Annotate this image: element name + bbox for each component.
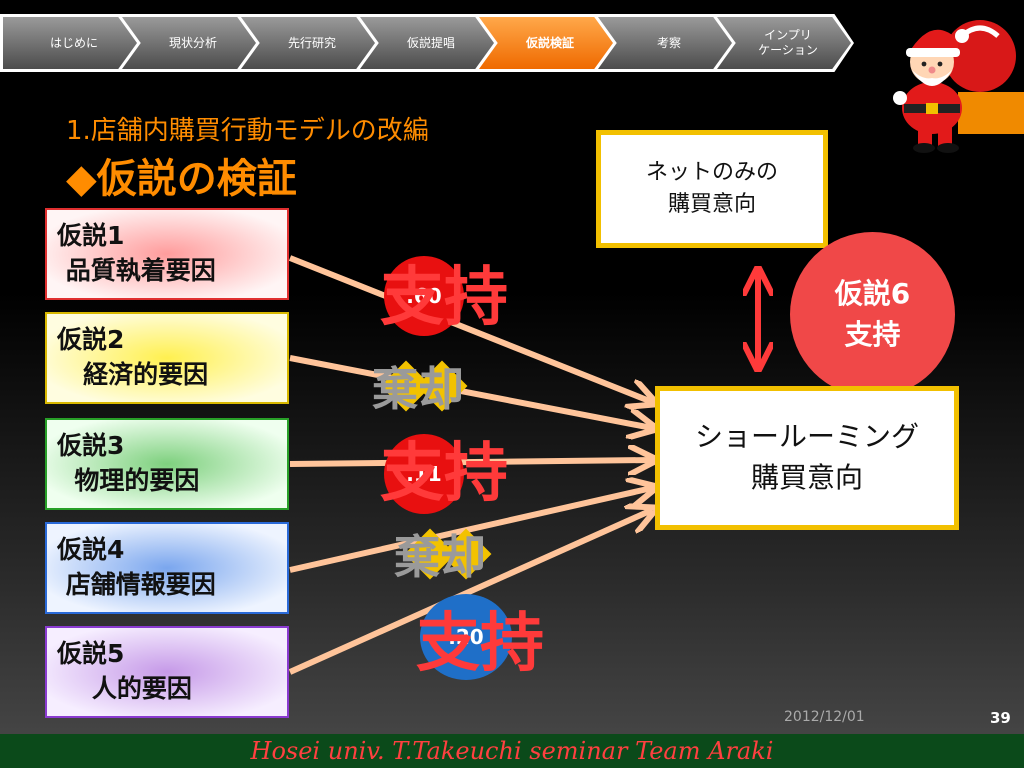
arrow-h2 [289, 355, 652, 428]
hypothesis-label: 仮説2 [57, 325, 125, 354]
arrow-h3 [289, 460, 652, 464]
breadcrumb-step-prior-research[interactable]: 先行研究 [238, 14, 378, 72]
arrow-h1 [288, 255, 652, 402]
showrooming-intention-box: ショールーミング 購買意向 [655, 386, 959, 530]
breadcrumb-step-label: インプリ ケーション [758, 28, 818, 57]
verdict-reject-2: 棄却 [372, 362, 464, 416]
breadcrumb-step-hypotheses[interactable]: 仮説提唱 [357, 14, 497, 72]
arrow-h5 [288, 510, 652, 675]
slide-date: 2012/12/01 [784, 709, 865, 725]
breadcrumb-step-label: 仮説提唱 [406, 35, 455, 50]
hypothesis-3-box: 仮説3 物理的要因 [45, 418, 289, 510]
breadcrumb-step-intro[interactable]: はじめに [0, 14, 140, 72]
verdict-support-5: 支持 [416, 607, 544, 681]
hypothesis-label: 仮説4 [57, 535, 125, 564]
box-line: 購買意向 [667, 192, 756, 217]
box-line: ショールーミング [694, 420, 919, 454]
hypothesis-1-box: 仮説1 品質執着要因 [45, 208, 289, 300]
slide-page-number: 39 [990, 709, 1011, 727]
hypothesis-4-box: 仮説4 店舗情報要因 [45, 522, 289, 614]
hypothesis-6-verdict: 支持 [844, 317, 901, 351]
breadcrumb-step-analysis[interactable]: 現状分析 [119, 14, 259, 72]
coefficient-value: .11 [406, 462, 442, 486]
box-line: ネットのみの [645, 160, 778, 186]
hypothesis-6-label: 仮説6 [834, 276, 911, 310]
hypothesis-2-box: 仮説2 経済的要因 [45, 312, 289, 404]
footer-bar: Hosei univ. T.Takeuchi seminar Team Arak… [0, 734, 1024, 768]
coefficient-value: .60 [406, 284, 442, 308]
verdict-reject-4: 棄却 [394, 530, 486, 584]
hypothesis-name: 品質執着要因 [57, 256, 216, 285]
hypothesis-5-box: 仮説5 人的要因 [45, 626, 289, 718]
breadcrumb-step-label: 考察 [656, 35, 681, 50]
arrow-h4 [289, 488, 652, 573]
verdict-support-3: 支持 [380, 437, 508, 511]
breadcrumb-step-discussion[interactable]: 考察 [595, 14, 735, 72]
hypothesis-name: 人的要因 [57, 674, 192, 703]
hypothesis-name: 物理的要因 [57, 466, 200, 495]
breadcrumb-step-verification[interactable]: 仮説検証 [476, 14, 616, 72]
coefficient-badge-3: .11 [384, 434, 464, 514]
breadcrumb-step-implications[interactable]: インプリ ケーション [714, 14, 854, 72]
coefficient-value: .20 [448, 625, 484, 649]
slide-subtitle: 1.店舗内購買行動モデルの改編 [66, 116, 429, 146]
coefficient-badge-5: .20 [420, 594, 512, 680]
santa-illustration [893, 20, 1024, 153]
breadcrumb-step-label: 先行研究 [287, 35, 336, 50]
hypothesis-label: 仮説1 [57, 221, 125, 250]
box-line: 購買意向 [750, 461, 863, 494]
verdict-support-1: 支持 [380, 261, 508, 335]
hypothesis-name: 経済的要因 [57, 360, 209, 389]
hypothesis-label: 仮説5 [57, 639, 125, 668]
slide-title: ◆仮説の検証 [66, 156, 297, 202]
breadcrumb-step-label: 仮説検証 [525, 35, 574, 50]
net-only-intention-box: ネットのみの 購買意向 [596, 130, 828, 248]
hypothesis-6-circle: 仮説6 支持 [790, 232, 955, 397]
coefficient-badge-1: .60 [384, 256, 464, 336]
hypothesis-label: 仮説3 [57, 431, 125, 460]
footer-caption: Hosei univ. T.Takeuchi seminar Team Arak… [250, 737, 774, 765]
hypothesis-name: 店舗情報要因 [57, 570, 216, 599]
breadcrumb-step-label: 現状分析 [168, 35, 217, 50]
breadcrumb-step-label: はじめに [49, 35, 98, 50]
